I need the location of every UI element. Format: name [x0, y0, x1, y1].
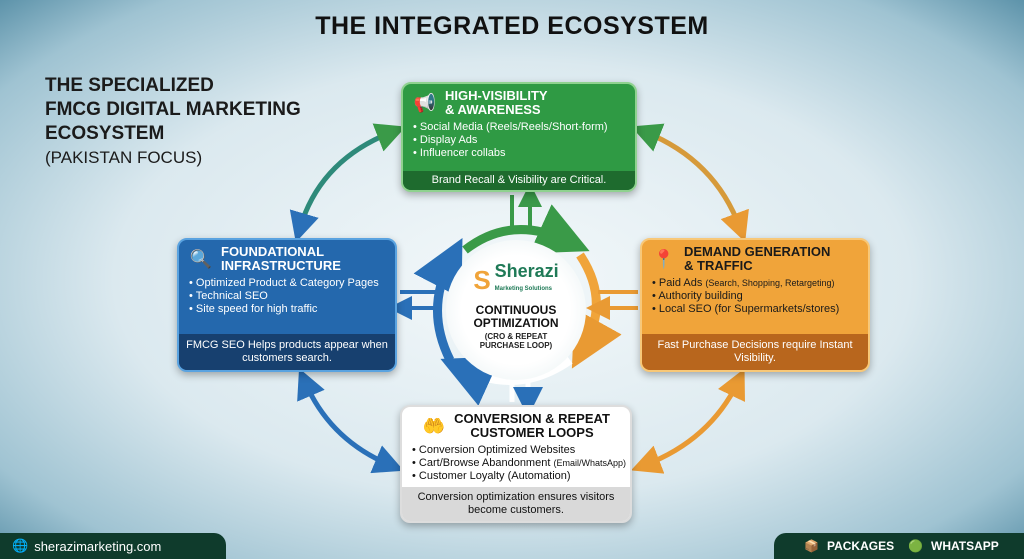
card-footer: Conversion optimization ensures visitors… — [402, 487, 630, 521]
list-item: Paid Ads — [658, 277, 703, 289]
arrow-awareness-demand — [631, 123, 749, 243]
card-footer: FMCG SEO Helps products appear when cust… — [179, 334, 395, 370]
list-item: Conversion Optimized Websites — [412, 444, 620, 457]
cycle-arrow-blue — [413, 238, 463, 363]
search-chart-icon: 🔍 — [189, 249, 213, 269]
card-title: CUSTOMER LOOPS — [470, 425, 594, 440]
subtitle-line: THE SPECIALIZED — [45, 75, 214, 96]
subtitle: THE SPECIALIZED FMCG DIGITAL MARKETING E… — [45, 74, 301, 170]
hub-title: CONTINUOUS — [475, 303, 557, 317]
list-item: Local SEO (for Supermarkets/stores) — [652, 303, 858, 316]
hub-subtitle: (CRO & REPEAT — [484, 332, 548, 341]
website-text: sherazimarketing.com — [34, 538, 162, 554]
demand-card: 📍 DEMAND GENERATION& TRAFFIC Paid Ads (S… — [640, 238, 870, 372]
megaphone-icon: 📢 — [413, 93, 437, 113]
card-title: CONVERSION & REPEAT — [454, 411, 610, 426]
subtitle-line: FMCG DIGITAL MARKETING — [45, 99, 301, 120]
page-title: THE INTEGRATED ECOSYSTEM — [315, 12, 709, 40]
link-arrows-green — [510, 195, 530, 232]
logo-s-icon: S — [473, 264, 491, 295]
link-arrows-orange — [598, 290, 638, 308]
arrow-demand-conversion — [631, 368, 745, 474]
hub-subtitle: PURCHASE LOOP) — [479, 341, 553, 350]
whatsapp-icon: 🟢 — [908, 539, 924, 553]
card-title: INFRASTRUCTURE — [221, 258, 341, 273]
brand-tagline: Marketing Solutions — [494, 286, 552, 292]
subtitle-focus: (PAKISTAN FOCUS) — [45, 148, 203, 167]
list-item: Optimized Product & Category Pages — [189, 277, 385, 290]
arrow-awareness-foundation — [289, 123, 406, 243]
arrow-foundation-conversion — [297, 368, 404, 474]
list-item: Influencer collabs — [413, 147, 625, 160]
list-item-note: (Search, Shopping, Retargeting) — [705, 278, 835, 288]
list-item: Customer Loyalty (Automation) — [412, 470, 620, 483]
card-footer: Brand Recall & Visibility are Critical. — [403, 171, 635, 190]
list-item: Authority building — [652, 290, 858, 303]
card-title: HIGH-VISIBILITY — [445, 88, 548, 103]
card-title: DEMAND GENERATION — [684, 244, 831, 259]
list-item: Display Ads — [413, 134, 625, 147]
list-item: Social Media (Reels/Reels/Short-form) — [413, 121, 625, 134]
globe-icon: 🌐 — [12, 538, 29, 553]
whatsapp-link[interactable]: WHATSAPP — [931, 539, 999, 553]
list-item: Technical SEO — [189, 290, 385, 303]
hub-title: OPTIMIZATION — [473, 316, 559, 330]
list-item: Cart/Browse Abandonment — [418, 457, 551, 469]
card-title: FOUNDATIONAL — [221, 244, 325, 259]
card-footer: Fast Purchase Decisions require Instant … — [642, 334, 868, 370]
awareness-card: 📢 HIGH-VISIBILITY& AWARENESS Social Medi… — [401, 82, 637, 192]
website-link[interactable]: 🌐 sherazimarketing.com — [0, 533, 226, 559]
card-title: & TRAFFIC — [684, 258, 753, 273]
card-title: & AWARENESS — [445, 102, 541, 117]
list-item: Site speed for high traffic — [189, 303, 385, 316]
location-dollar-icon: 📍 — [652, 249, 676, 269]
box-icon: 📦 — [804, 539, 819, 553]
link-arrows-blue — [400, 290, 440, 308]
brand-name: Sherazi — [494, 261, 559, 281]
list-item-note: (Email/WhatsApp) — [553, 458, 626, 468]
hand-coin-icon: 🤲 — [422, 416, 446, 436]
subtitle-line: ECOSYSTEM — [45, 123, 165, 144]
packages-link[interactable]: PACKAGES — [826, 539, 895, 553]
footer-actions: 📦 PACKAGES 🟢 WHATSAPP — [774, 533, 1024, 559]
